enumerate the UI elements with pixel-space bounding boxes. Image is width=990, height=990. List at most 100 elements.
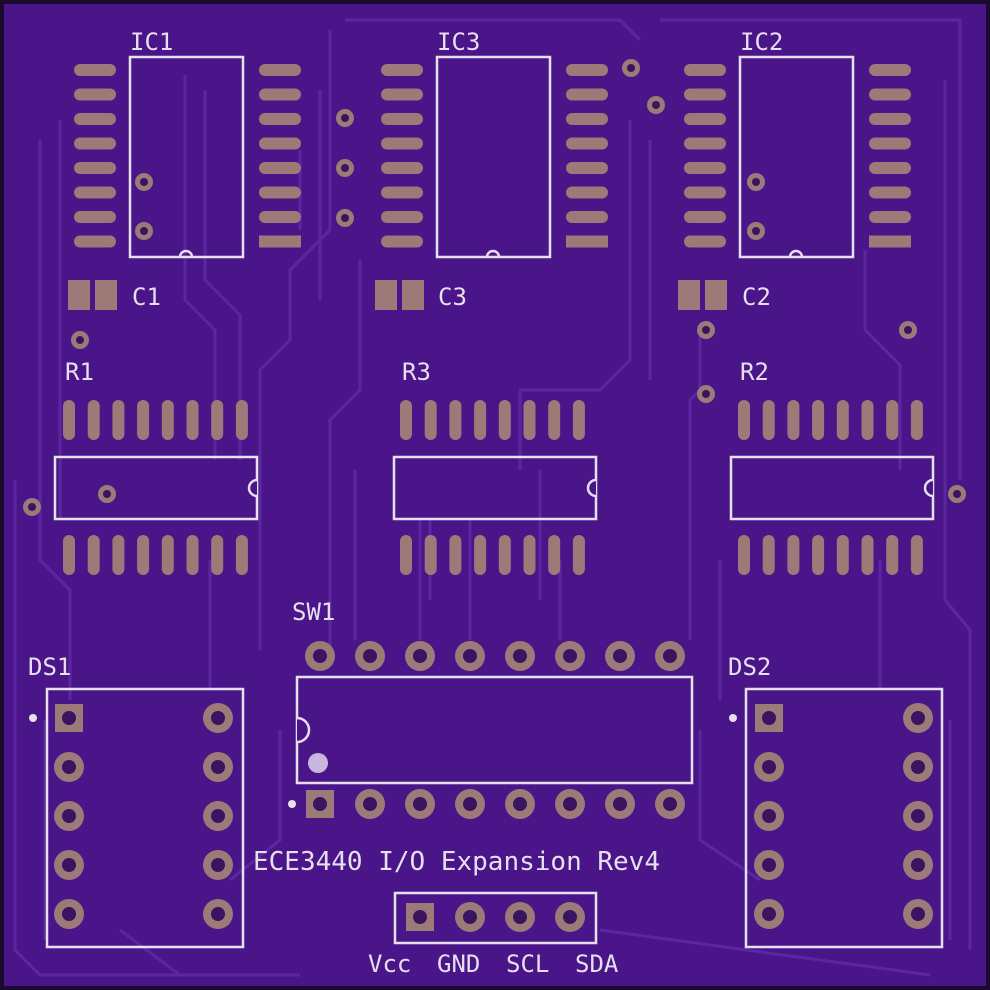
label-r2: R2 <box>740 358 769 386</box>
r3-pad-b1 <box>424 535 437 575</box>
ic3-pad-l7 <box>381 235 423 248</box>
r1-pad-b7 <box>235 535 248 575</box>
r3-pad-t7 <box>572 400 585 440</box>
ic2-pad-r4 <box>869 162 911 174</box>
trace-0 <box>38 140 72 700</box>
ic2-notch <box>788 249 804 258</box>
ds2-outline <box>744 687 944 949</box>
ic1-pad-r0 <box>259 64 301 76</box>
ic1-pad-l4 <box>74 162 116 174</box>
label-ds1: DS1 <box>28 653 71 681</box>
r2-pad-t6 <box>886 400 899 440</box>
r2-pad-b4 <box>836 535 849 575</box>
ic1-pad-r7 <box>259 235 301 248</box>
r2-pad-t2 <box>787 400 800 440</box>
r1-pad-b2 <box>112 535 125 575</box>
r2-pad-b7 <box>910 535 923 575</box>
r2-pad-t7 <box>910 400 923 440</box>
r3-pad-b6 <box>548 535 561 575</box>
trace-10 <box>518 120 632 470</box>
copper-traces <box>13 18 972 977</box>
ic3-pad-l4 <box>381 162 423 174</box>
r2-notch <box>923 478 934 498</box>
ds2-pin-r1-hole <box>911 760 925 774</box>
sw1-pin-b4-hole <box>513 797 527 811</box>
c2-pad-b <box>705 280 727 310</box>
ds1-pin1-dot <box>29 714 37 722</box>
ic2-pad-l6 <box>684 211 726 223</box>
r1-pad-b1 <box>87 535 100 575</box>
sw1-pin-t6-hole <box>613 649 627 663</box>
sw1-pin-t1-hole <box>363 649 377 663</box>
r3-pad-t5 <box>523 400 536 440</box>
r3-pad-b7 <box>572 535 585 575</box>
r3-pad-b0 <box>400 535 412 575</box>
trace-2 <box>13 480 300 977</box>
sw1-pin-b7-hole <box>663 797 677 811</box>
ic3-pad-r4 <box>566 162 608 174</box>
r2-pad-t0 <box>738 400 750 440</box>
via-hole-7 <box>752 178 760 186</box>
r3-notch <box>586 478 597 498</box>
ic1-pad-l7 <box>74 235 116 248</box>
via-hole-8 <box>752 227 760 235</box>
ic3-pad-r0 <box>566 64 608 76</box>
r3-pad-t1 <box>424 400 437 440</box>
ds2-pin-r3-hole <box>911 858 925 872</box>
r3-pad-b3 <box>474 535 487 575</box>
r1-pad-t0 <box>63 400 75 440</box>
r1-pad-b5 <box>186 535 199 575</box>
trace-23 <box>599 928 931 977</box>
via-hole-10 <box>702 326 710 334</box>
ic2-pad-l5 <box>684 186 726 199</box>
sw1-notch <box>296 716 311 744</box>
r2-pad-b6 <box>886 535 899 575</box>
r1-pad-t3 <box>137 400 150 440</box>
r2-pad-b3 <box>812 535 825 575</box>
sw1-pin-b1-hole <box>363 797 377 811</box>
trace-5 <box>258 30 332 650</box>
ic3-pad-l1 <box>381 88 423 101</box>
r1-pad-b6 <box>211 535 224 575</box>
r3-pad-t6 <box>548 400 561 440</box>
ds1-pin-r2-hole <box>211 809 225 823</box>
r3-pad-b5 <box>523 535 536 575</box>
label-c3: C3 <box>438 283 467 311</box>
trace-13 <box>943 80 972 950</box>
sw1-pin-t0-hole <box>313 649 327 663</box>
header-label-vcc: Vcc <box>368 950 411 978</box>
ic2-outline <box>738 55 855 259</box>
ds1-pin-r4-hole <box>211 907 225 921</box>
silkscreen-outlines <box>29 55 944 949</box>
ds2-pin-l2-hole <box>762 809 776 823</box>
trace-25 <box>698 730 761 882</box>
ic3-pad-r1 <box>566 88 608 101</box>
via-hole-14 <box>28 503 36 511</box>
label-ic2: IC2 <box>740 28 783 56</box>
header-label-sda: SDA <box>575 950 619 978</box>
ds1-pin-l1-hole <box>62 760 76 774</box>
ic1-pad-l5 <box>74 186 116 199</box>
ic1-outline <box>128 55 245 259</box>
ic2-pad-l7 <box>684 235 726 248</box>
r2-pad-b5 <box>861 535 874 575</box>
r2-pad-b0 <box>738 535 750 575</box>
ic2-pad-r7 <box>869 235 911 248</box>
ic3-pad-l6 <box>381 211 423 223</box>
ic2-pad-l1 <box>684 88 726 101</box>
ic1-pad-l2 <box>74 113 116 125</box>
r1-pad-t5 <box>186 400 199 440</box>
r1-notch <box>247 478 258 498</box>
r3-pad-t3 <box>474 400 487 440</box>
r2-pad-t5 <box>861 400 874 440</box>
trace-14 <box>863 250 902 470</box>
r2-pad-b1 <box>762 535 775 575</box>
ic2-pad-r0 <box>869 64 911 76</box>
sw1-pin-t4-hole <box>513 649 527 663</box>
ic2-pad-l4 <box>684 162 726 174</box>
ic2-pad-r1 <box>869 88 911 101</box>
header-pin-0-hole <box>413 910 427 924</box>
board-substrate <box>4 4 986 986</box>
ic1-pad-r5 <box>259 186 301 199</box>
r1-pad-b0 <box>63 535 75 575</box>
